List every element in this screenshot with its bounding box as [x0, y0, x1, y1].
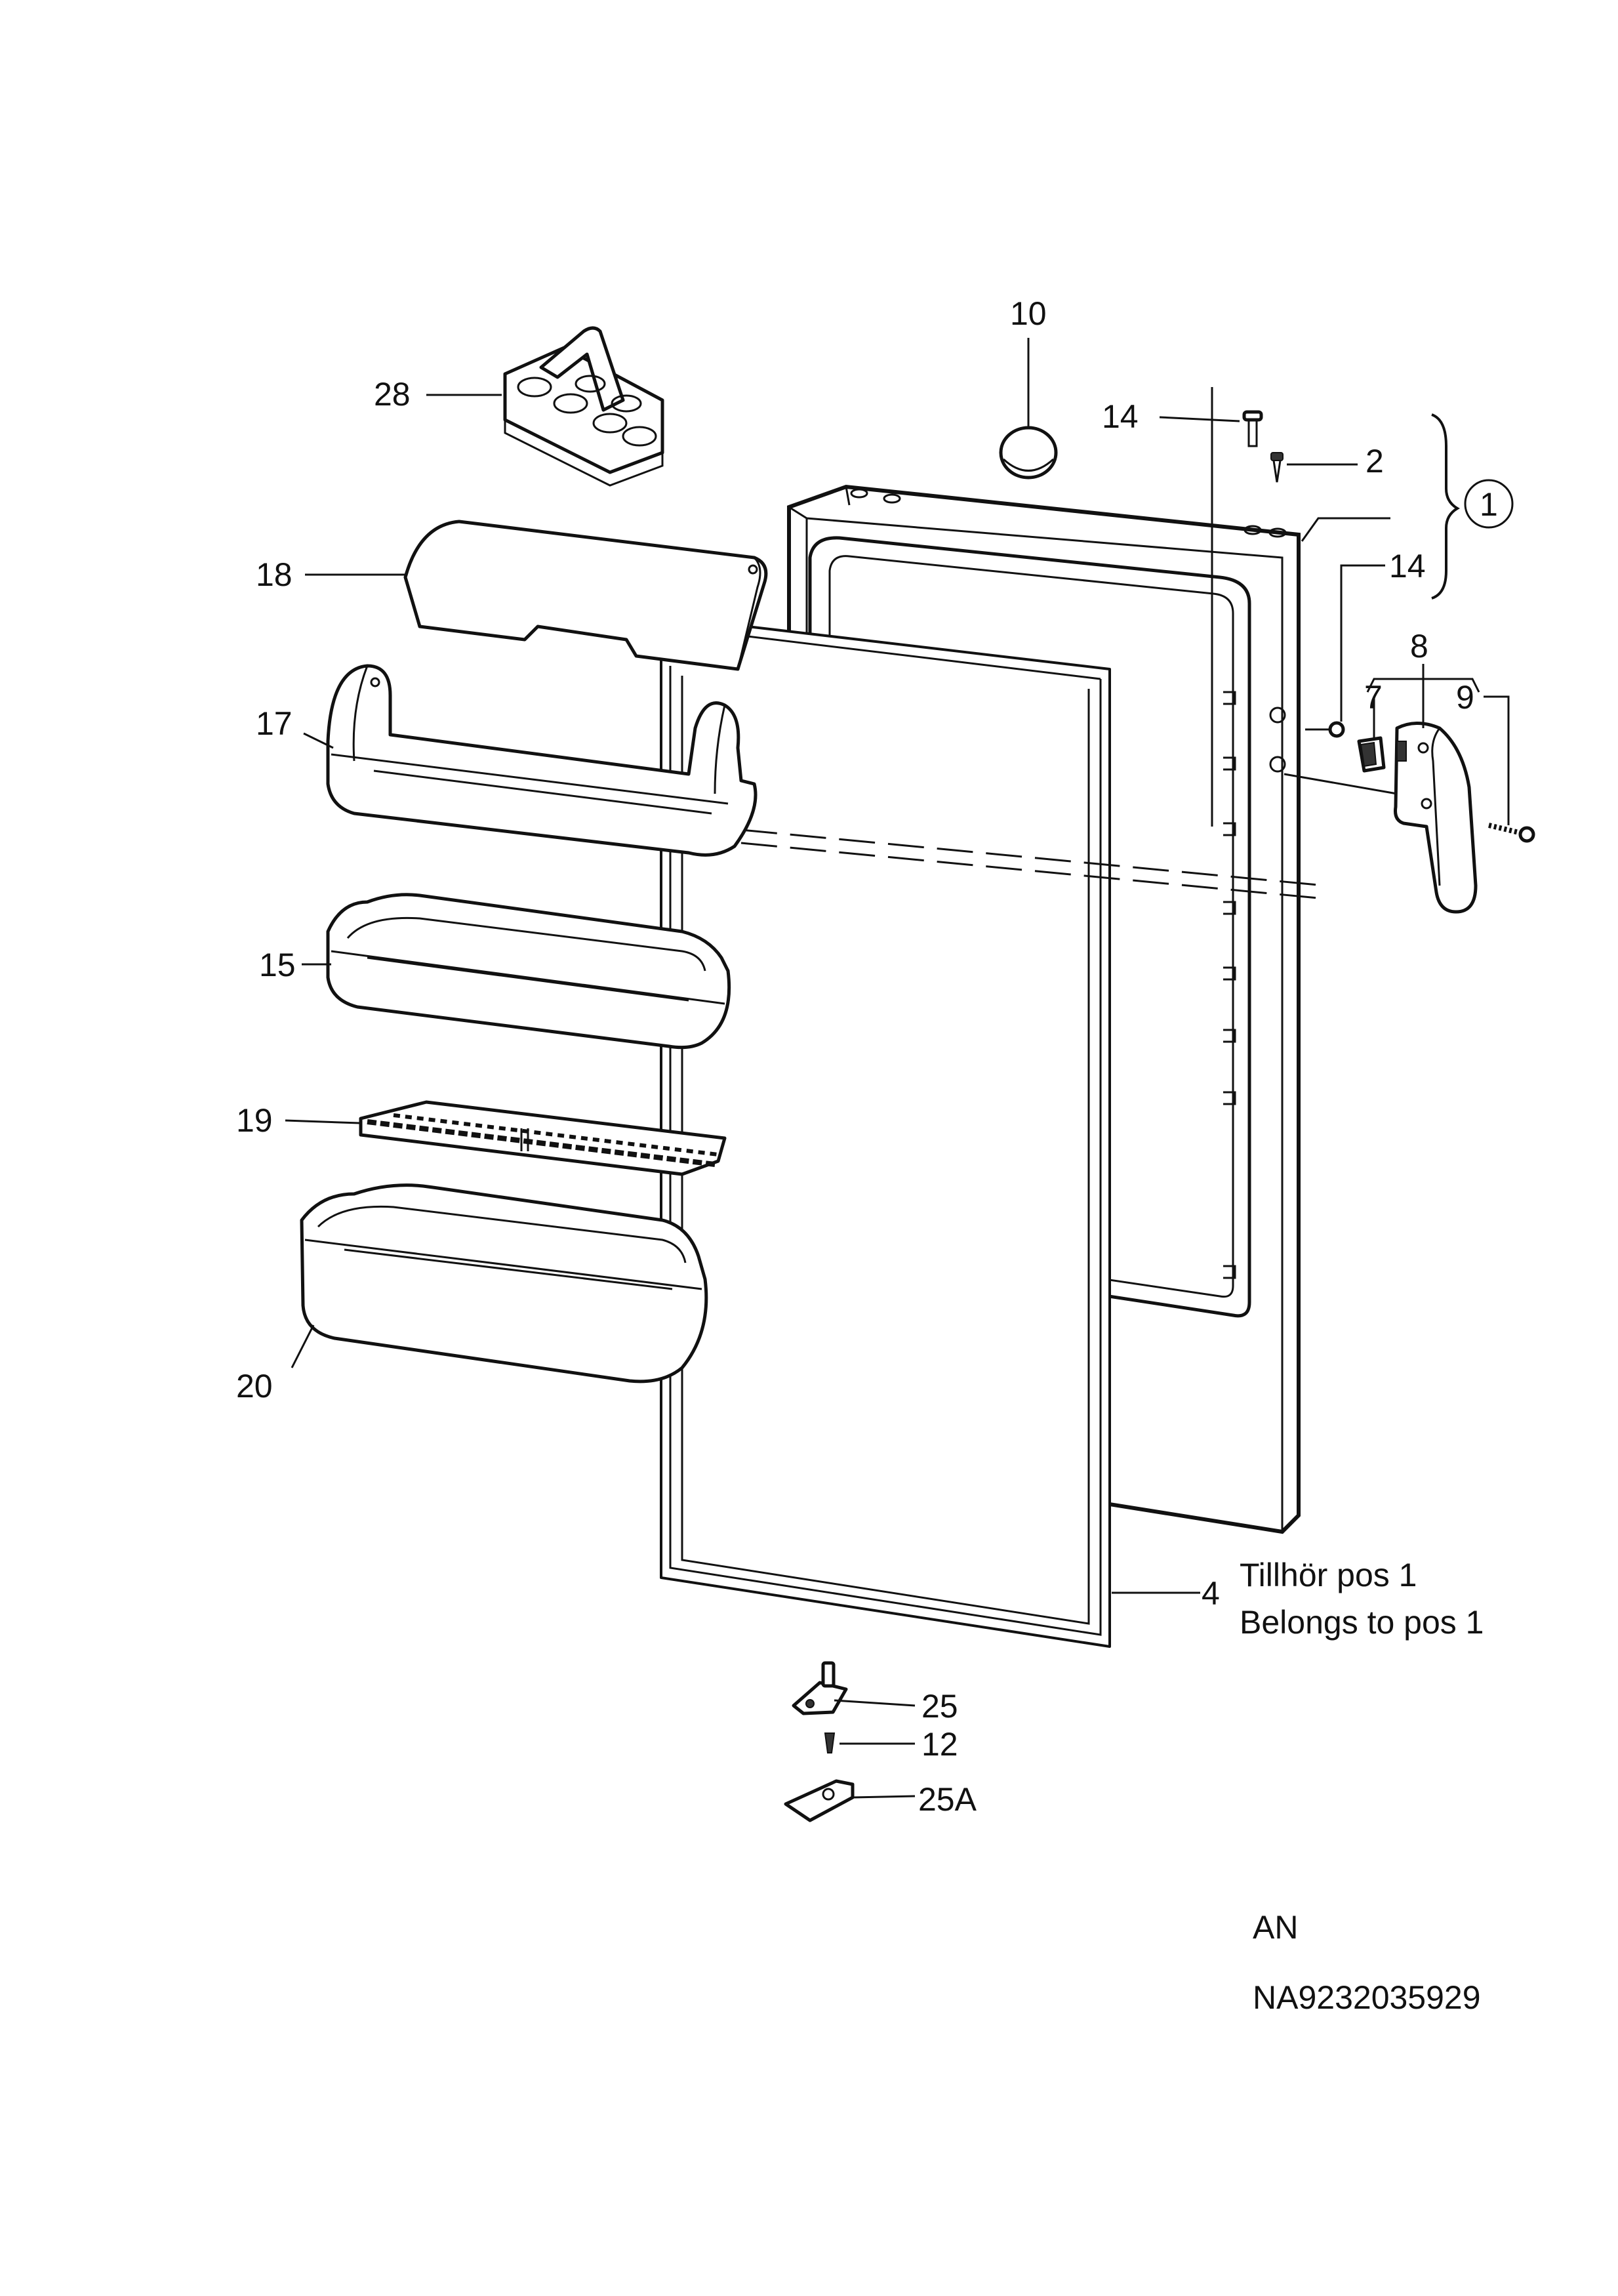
- egg-tray: [503, 326, 664, 487]
- middle-door-bin: [326, 893, 731, 1050]
- note-swedish: Tillhör pos 1: [1240, 1557, 1417, 1593]
- upper-door-bin: [326, 664, 758, 857]
- hinge-plate: [784, 1779, 855, 1822]
- note-english: Belongs to pos 1: [1240, 1604, 1484, 1641]
- round-cap: [999, 426, 1058, 480]
- callout-9: 9: [1456, 679, 1474, 716]
- callout-2: 2: [1365, 443, 1384, 480]
- callout-labels: 10 28 14 2 1 14 18 8 7 9 17 15 19 20 4 2…: [236, 295, 1498, 1818]
- door-handle-assembly: [1305, 721, 1535, 914]
- footer-part-number: NA9232035929: [1253, 1979, 1481, 2016]
- screw-2: [1270, 452, 1284, 483]
- callout-1: 1: [1480, 486, 1498, 523]
- callout-18: 18: [256, 556, 293, 593]
- callout-10: 10: [1010, 295, 1047, 332]
- shelf-cover: [403, 520, 768, 671]
- grating-shelf: [359, 1100, 727, 1176]
- callout-17: 17: [256, 705, 293, 742]
- callout-20: 20: [236, 1368, 273, 1404]
- callout-25a: 25A: [918, 1781, 977, 1818]
- hinge-pin: [1242, 410, 1263, 447]
- callout-28: 28: [374, 376, 411, 413]
- group-callout-circle: [1464, 479, 1514, 529]
- lower-door-bin: [300, 1183, 708, 1384]
- callout-19: 19: [236, 1102, 273, 1139]
- callout-14-side: 14: [1389, 548, 1426, 584]
- hinge-screw: [824, 1732, 836, 1753]
- callout-15: 15: [259, 947, 296, 983]
- callout-7: 7: [1364, 679, 1383, 716]
- leader-lines: [285, 338, 1510, 1799]
- callout-4: 4: [1202, 1575, 1220, 1612]
- lower-hinge: [792, 1661, 848, 1715]
- callout-8: 8: [1410, 628, 1428, 665]
- callout-12: 12: [921, 1726, 958, 1763]
- callout-25: 25: [921, 1688, 958, 1725]
- callout-14-top: 14: [1102, 398, 1139, 435]
- footer-code: AN: [1253, 1909, 1298, 1946]
